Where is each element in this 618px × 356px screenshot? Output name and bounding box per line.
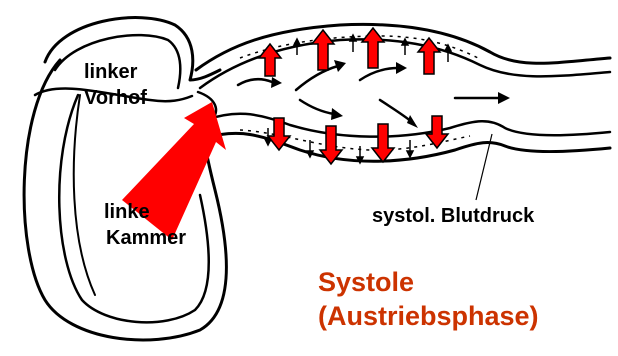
- pressure-arrow-up-3: [362, 28, 384, 68]
- label-phase-line1: Systole: [318, 265, 539, 299]
- label-left-ventricle-line1: linke: [104, 199, 186, 225]
- label-systolic-pressure: systol. Blutdruck: [372, 204, 534, 228]
- flow-arrow-1: [238, 79, 272, 85]
- flow-arrowhead-4: [331, 108, 343, 120]
- label-left-ventricle-line2: Kammer: [106, 225, 186, 251]
- flow-arrow-3: [360, 68, 398, 80]
- label-left-ventricle: linke Kammer: [104, 199, 186, 251]
- aorta-upper-outer-wall: [196, 24, 610, 70]
- pressure-arrow-up-1: [259, 44, 281, 76]
- flow-arrowhead-1: [271, 77, 282, 88]
- ventricle-septum-line: [74, 95, 95, 295]
- flow-arrow-5: [380, 100, 412, 122]
- flow-arrowhead-6: [498, 92, 510, 104]
- flow-arrowhead-3: [396, 62, 407, 74]
- label-phase: Systole (Austriebsphase): [318, 265, 539, 333]
- pressure-arrow-down-3: [372, 124, 394, 162]
- label-left-atrium-line1: linker: [84, 59, 147, 85]
- flow-arrowhead-5: [407, 115, 418, 128]
- label-phase-line2: (Austriebsphase): [318, 299, 539, 333]
- pressure-arrow-up-2: [312, 30, 334, 70]
- pressure-arrow-up-4: [418, 38, 440, 74]
- label-left-atrium-line2: Vorhof: [84, 85, 147, 111]
- aorta-lower-outer-wall: [205, 133, 610, 161]
- flow-arrow-4: [300, 100, 334, 114]
- flow-arrow-2: [296, 66, 338, 90]
- label-left-atrium: linker Vorhof: [84, 59, 147, 111]
